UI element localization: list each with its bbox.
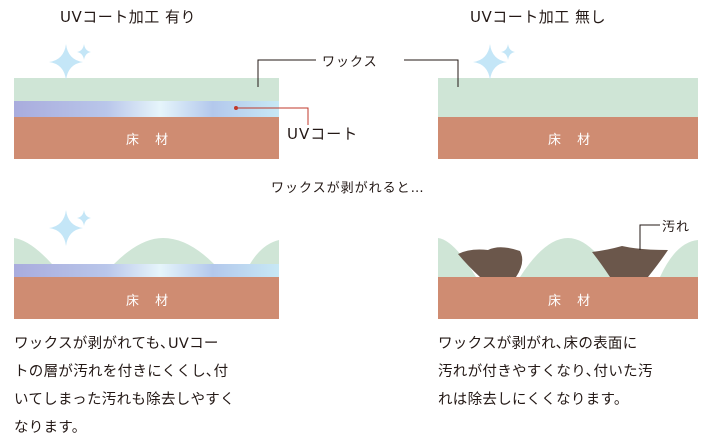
caption-line: トの層が汚れを付きにくくし､付 [14, 364, 229, 380]
floor-layer [14, 117, 279, 159]
panel-without-uv-peeled [438, 224, 698, 319]
sparkle-icon [49, 210, 91, 246]
title-with-uv: UVコート加工 有り [60, 8, 197, 26]
uv-coat-layer [14, 264, 279, 277]
floor-label: 床 材 [548, 133, 597, 148]
remaining-wax-bumps [438, 238, 698, 277]
floor-layer [14, 277, 279, 319]
sparkle-icon [473, 44, 515, 80]
floor-label: 床 材 [126, 133, 175, 148]
wax-layer [438, 78, 698, 117]
caption-with-uv: ワックスが剥がれても､UVコー トの層が汚れを付きにくくし､付 いてしまった汚れ… [14, 330, 235, 442]
caption-without-uv: ワックスが剥がれ､床の表面に 汚れが付きやすくなり､付いた汚 れは除去しにくくな… [438, 330, 653, 414]
floor-layer [438, 117, 698, 159]
caption-line: なります。 [14, 420, 87, 436]
floor-label: 床 材 [548, 294, 597, 309]
remaining-wax-bumps [14, 238, 279, 264]
caption-line: ワックスが剥がれても､UVコー [14, 336, 219, 352]
wax-label: ワックス [322, 55, 378, 70]
uv-coat-leader-line [236, 107, 309, 125]
title-without-uv: UVコート加工 無し [470, 8, 607, 26]
panel-with-uv-intact [14, 44, 316, 159]
panel-with-uv-peeled [14, 210, 279, 319]
transition-text: ワックスが剥がれると… [271, 181, 425, 196]
uv-coat-layer [14, 101, 279, 117]
wax-leader-line [404, 59, 459, 87]
dirt-patch [592, 246, 668, 277]
caption-line: ワックスが剥がれ､床の表面に [438, 336, 638, 352]
dirt-label: 汚れ [662, 220, 691, 235]
dirt-leader-line [639, 224, 660, 250]
floor-label: 床 材 [126, 294, 175, 309]
uv-coat-label: UVコート [287, 125, 359, 143]
caption-line: いてしまった汚れも除去しやすく [14, 392, 235, 408]
caption-line: れは除去しにくくなります。 [438, 392, 629, 408]
sparkle-icon [49, 44, 91, 80]
panel-without-uv-intact [404, 44, 698, 159]
wax-leader-line [257, 59, 316, 87]
floor-layer [438, 277, 698, 319]
caption-line: 汚れが付きやすくなり､付いた汚 [438, 364, 653, 380]
wax-layer [14, 78, 279, 101]
dirt-patch [458, 247, 523, 277]
